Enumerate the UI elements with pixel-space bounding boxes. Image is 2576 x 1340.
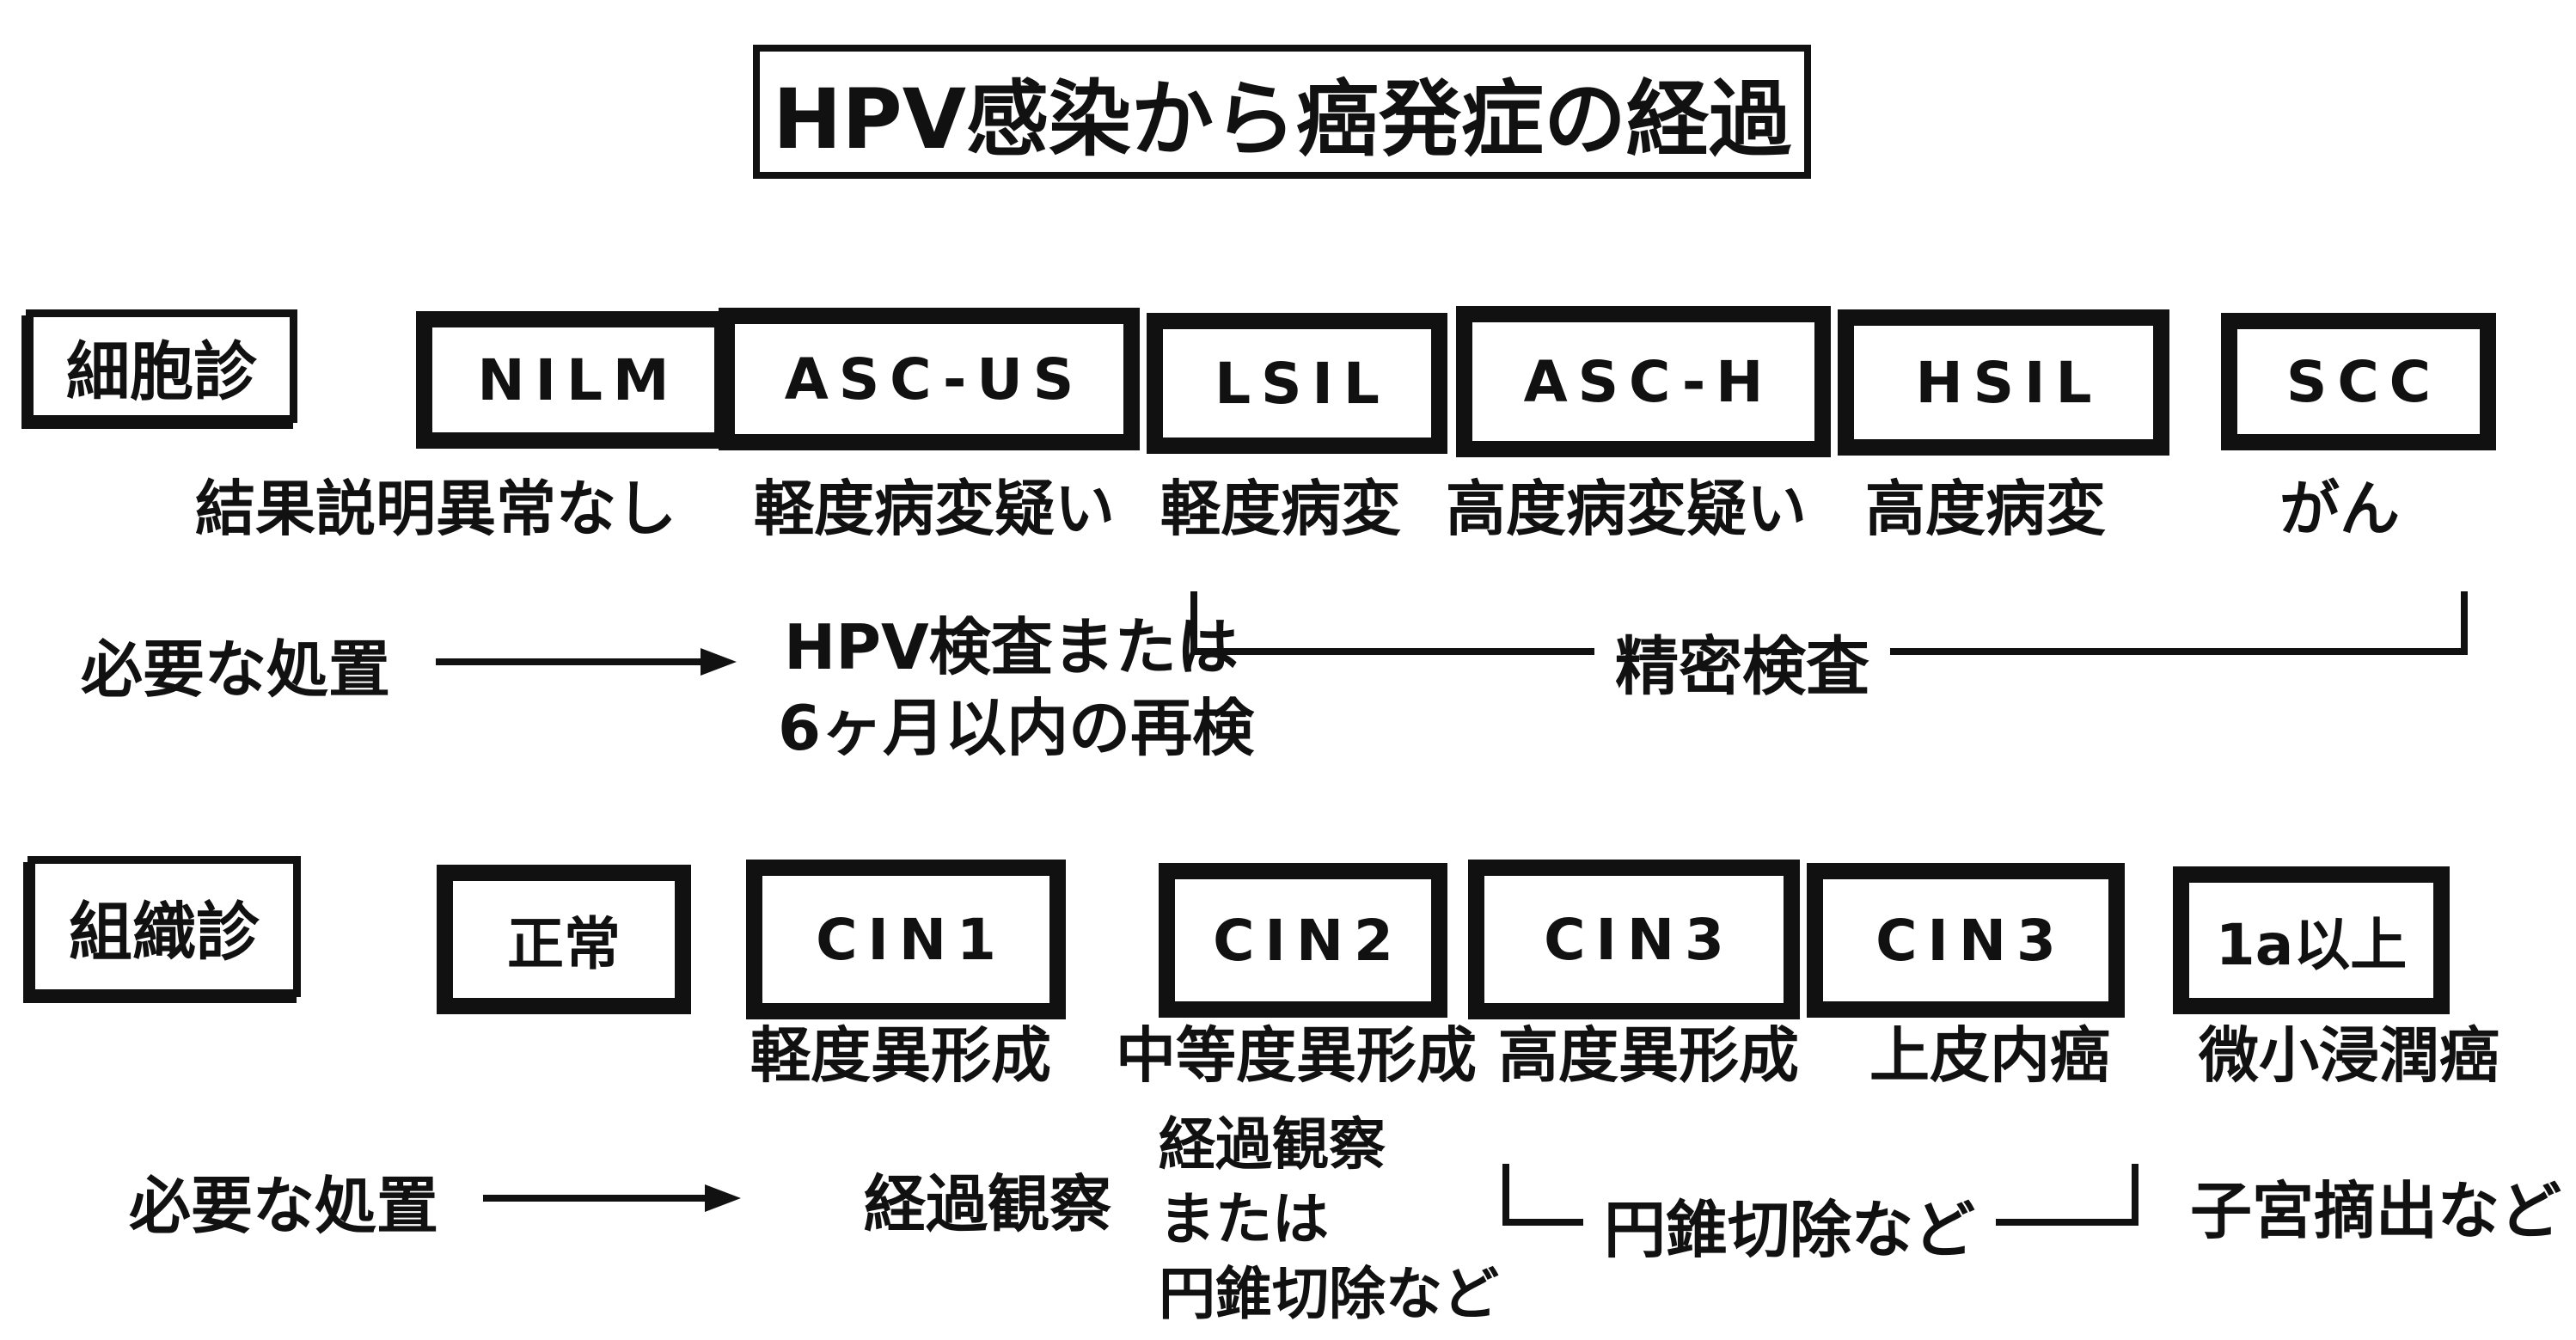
arrow-right-icon: [483, 1184, 741, 1212]
cytology-box-asch-label: ASC-H: [1523, 348, 1774, 415]
cytology-treatment-line1: HPV検査または: [784, 611, 1239, 683]
histology-box-cin3a: CIN3: [1468, 860, 1800, 1019]
cytology-result-ascus: 軽度病変疑い: [754, 474, 1115, 544]
histology-box-cin2-label: CIN2: [1213, 907, 1404, 974]
cytology-row-label-box: 細胞診: [26, 309, 297, 423]
histology-row-label: 組織診: [69, 895, 260, 970]
cytology-treatment-row-label: 必要な処置: [80, 633, 391, 706]
cytology-box-lsil-label: LSIL: [1215, 350, 1390, 417]
histology-bracket-label: 円錐切除など: [1583, 1179, 1997, 1270]
histology-box-cin3b: CIN3: [1807, 863, 2125, 1018]
histology-row-label-box: 組織診: [28, 856, 301, 997]
cytology-result-hsil: 高度病変: [1865, 474, 2106, 544]
cytology-box-asch: ASC-H: [1456, 306, 1831, 457]
histology-box-normal-label: 正常: [507, 911, 621, 977]
histology-treatment-1a: 子宮摘出など: [2190, 1175, 2562, 1247]
histology-treatment-cin2-line2: または: [1159, 1186, 1329, 1253]
histology-treatment-cin2-block: 経過観察 または 円錐切除など: [1159, 1107, 1499, 1331]
histology-treatment-row-label: 必要な処置: [128, 1170, 439, 1242]
cytology-treatment-line2: 6ヶ月以内の再検: [778, 692, 1255, 764]
results-row-label: 結果説明: [195, 474, 436, 544]
cytology-box-ascus: ASC-US: [719, 308, 1140, 450]
histology-box-cin1-label: CIN1: [816, 906, 1007, 973]
histology-treatment-cin2-line3: 円錐切除など: [1159, 1261, 1499, 1328]
arrow-right-icon: [436, 648, 737, 676]
histology-box-cin3b-label: CIN3: [1875, 907, 2066, 974]
cytology-bracket-label: 精密検査: [1594, 615, 1890, 707]
cytology-box-scc: SCC: [2221, 313, 2496, 450]
cytology-box-nilm: NILM: [416, 311, 731, 449]
cytology-box-nilm-label: NILM: [477, 346, 680, 413]
cytology-box-lsil: LSIL: [1147, 313, 1447, 454]
cytology-result-lsil: 軽度病変: [1160, 474, 1401, 544]
histology-box-1a-label: 1a以上: [2215, 912, 2408, 978]
cytology-result-asch: 高度病変疑い: [1446, 474, 1807, 544]
histology-box-cin3a-label: CIN3: [1544, 906, 1735, 973]
histology-result-cin2: 中等度異形成: [1116, 1020, 1477, 1091]
cytology-box-ascus-label: ASC-US: [784, 346, 1085, 413]
cytology-box-hsil: HSIL: [1838, 309, 2169, 456]
histology-result-cin3a: 高度異形成: [1498, 1020, 1799, 1091]
cytology-box-scc-label: SCC: [2285, 348, 2441, 415]
cytology-box-hsil-label: HSIL: [1915, 349, 2102, 416]
histology-treatment-cin2-line1: 経過観察: [1159, 1111, 1386, 1178]
cytology-result-scc: がん: [2279, 474, 2400, 544]
diagram-title-box: HPV感染から癌発症の経過: [753, 45, 1811, 179]
histology-result-cin1: 軽度異形成: [750, 1020, 1051, 1091]
histology-box-cin2: CIN2: [1159, 863, 1447, 1018]
histology-box-1a: 1a以上: [2173, 866, 2450, 1014]
histology-box-normal: 正常: [437, 865, 691, 1014]
histology-result-cin3b: 上皮内癌: [1869, 1020, 2110, 1091]
histology-box-cin1: CIN1: [746, 860, 1066, 1019]
cytology-row-label: 細胞診: [66, 334, 257, 409]
histology-result-1a: 微小浸潤癌: [2199, 1020, 2500, 1091]
cytology-result-nilm: 異常なし: [436, 474, 676, 544]
histology-treatment-cin1: 経過観察: [864, 1168, 1112, 1240]
diagram-title: HPV感染から癌発症の経過: [773, 70, 1791, 168]
